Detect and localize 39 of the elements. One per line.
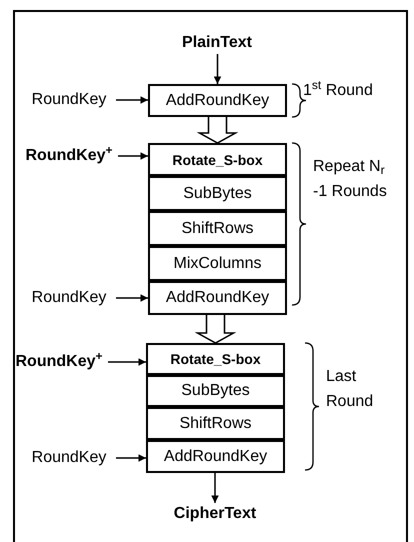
arrow — [118, 152, 148, 160]
key-label: PlainText — [182, 35, 252, 51]
process-box — [146, 343, 285, 375]
process-box — [148, 281, 287, 315]
round-label: Last Round — [326, 367, 374, 412]
key-label: RoundKey — [32, 450, 106, 466]
process-box — [148, 84, 287, 117]
step-label: SubBytes — [181, 383, 250, 399]
step-label: ShiftRows — [179, 416, 252, 432]
process-box — [148, 246, 287, 281]
step-label: ShiftRows — [181, 220, 254, 236]
process-box — [146, 375, 285, 407]
step-label: AddRoundKey — [166, 92, 270, 108]
process-box — [148, 176, 287, 211]
arrow — [211, 473, 219, 503]
step-label: AddRoundKey — [166, 290, 270, 306]
step-label: Rotate_S-box — [170, 352, 261, 366]
process-box — [148, 211, 287, 246]
key-label: RoundKey — [32, 290, 106, 306]
round-label: Repeat N$_{r}$ -1 Rounds — [313, 157, 388, 202]
key-label: RoundKey$^{+}$ — [25, 148, 112, 164]
step-label: Rotate_S-box — [172, 152, 263, 166]
arrow — [116, 454, 146, 462]
step-label: MixColumns — [173, 256, 262, 272]
process-box — [146, 407, 285, 440]
arrow — [116, 96, 148, 104]
arrow — [108, 358, 146, 366]
key-label: RoundKey$^{+}$ — [15, 354, 102, 370]
arrow — [116, 294, 148, 302]
process-box — [146, 440, 285, 473]
arrow — [214, 54, 222, 84]
step-label: SubBytes — [183, 186, 252, 202]
round-label: 1$^{st}$ Round — [303, 78, 374, 101]
hollow-arrow — [194, 314, 236, 344]
key-label: RoundKey — [32, 92, 106, 108]
process-box — [148, 143, 287, 176]
step-label: AddRoundKey — [164, 448, 268, 464]
key-label: CipherText — [174, 506, 256, 522]
hollow-arrow — [196, 116, 238, 144]
